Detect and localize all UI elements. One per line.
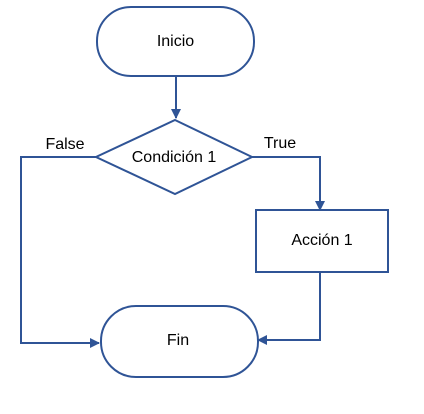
edge-label-false: False <box>45 136 84 153</box>
process-shape <box>255 209 389 273</box>
connector-action-to-end <box>257 272 321 345</box>
decision-diamond-shape <box>93 118 255 196</box>
condition-label: Condición 1 <box>132 149 217 166</box>
start-label: Inicio <box>157 33 194 50</box>
start-node: Inicio <box>96 6 255 77</box>
end-node: Fin <box>100 305 259 378</box>
end-terminal-shape <box>100 305 259 378</box>
connector-condition-false <box>20 156 100 348</box>
start-terminal-shape <box>96 6 255 77</box>
edge-label-true: True <box>264 135 296 152</box>
condition-node: Condición 1 <box>93 118 255 196</box>
connector-condition-true <box>252 156 325 211</box>
action-label: Acción 1 <box>291 232 352 249</box>
action-node: Acción 1 <box>255 209 389 273</box>
end-label: Fin <box>167 332 189 349</box>
